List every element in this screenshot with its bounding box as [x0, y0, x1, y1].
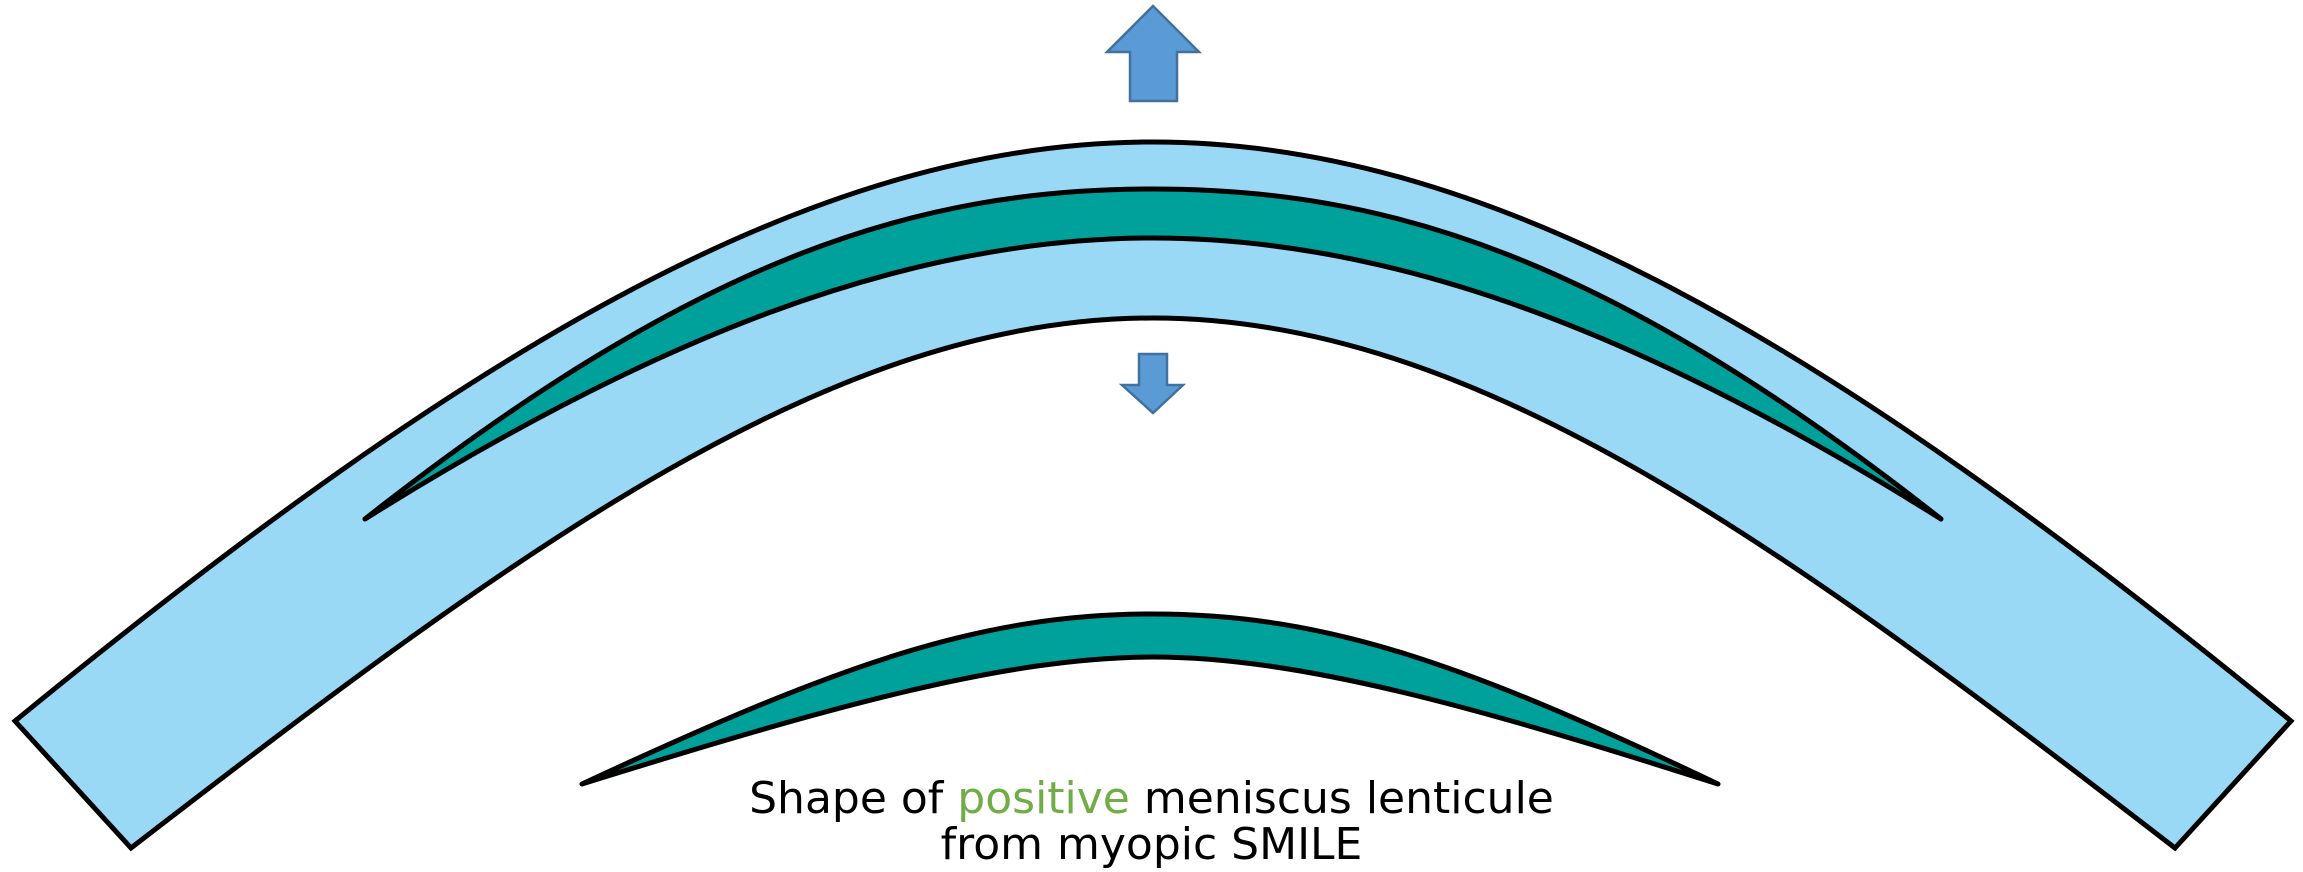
caption-prefix: Shape of [749, 773, 957, 824]
cornea-band [15, 142, 2291, 848]
caption-suffix: meniscus lenticule [1130, 773, 1554, 824]
arrow-down-icon [1122, 354, 1183, 413]
caption-highlight: positive [957, 773, 1130, 824]
caption-line-1: Shape of positive meniscus lenticule [0, 776, 2303, 822]
lenticule-extracted [582, 614, 1718, 784]
arrow-up-icon [1107, 6, 1199, 101]
caption-line-2: from myopic SMILE [0, 822, 2303, 868]
